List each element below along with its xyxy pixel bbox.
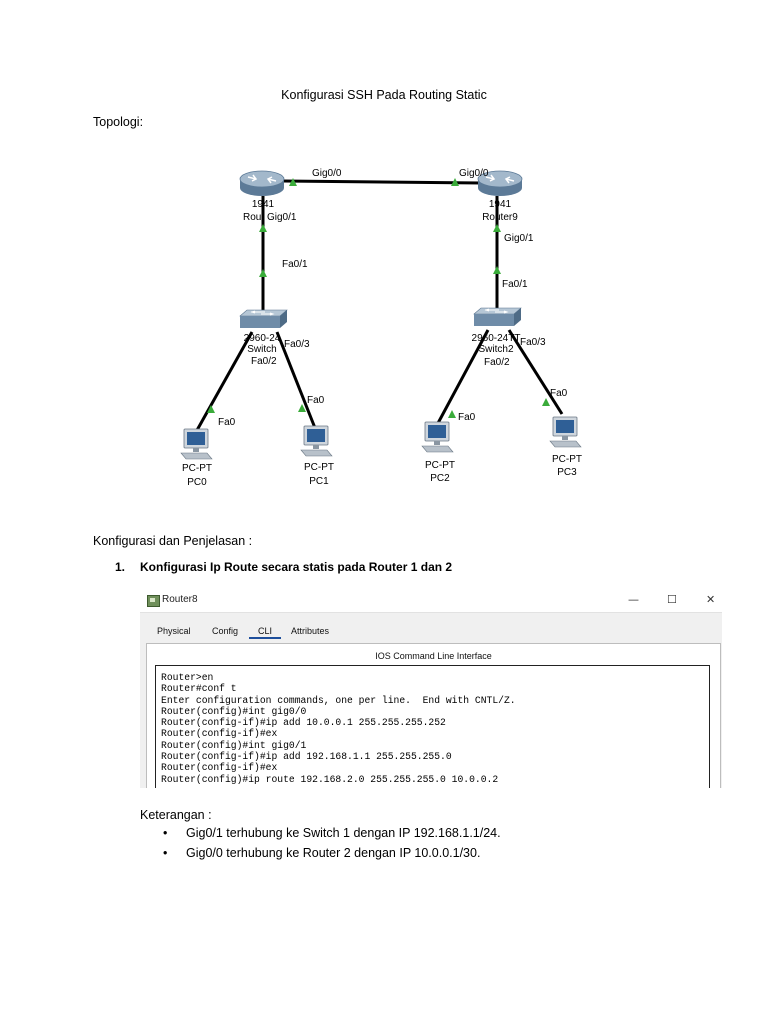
link-status-light	[493, 224, 501, 232]
pc2-icon	[421, 421, 454, 453]
step-title: Konfigurasi Ip Route secara statis pada …	[140, 560, 453, 574]
switch-left-icon	[239, 309, 288, 329]
port-label: Fa0	[458, 412, 476, 423]
pc0-icon	[180, 428, 213, 460]
link-switch-left-pc0	[194, 331, 254, 433]
pc0-model: PC-PT	[182, 463, 212, 474]
section-heading: Konfigurasi dan Penjelasan :	[93, 534, 253, 548]
maximize-icon: ☐	[667, 593, 677, 606]
step-number: 1.	[115, 560, 126, 574]
tab-config: Config	[212, 626, 239, 636]
cli-line: Router(config)#int gig0/0	[161, 705, 307, 717]
tab-physical: Physical	[157, 626, 191, 636]
router-left-name: Rou	[243, 212, 261, 223]
link-switch-left-pc1	[275, 331, 317, 429]
router-left-model: 1941	[252, 199, 275, 210]
label-background	[250, 354, 278, 366]
tab-attributes: Attributes	[291, 626, 330, 636]
port-label: Fa0/2	[251, 356, 277, 367]
port-label: Fa0	[550, 388, 568, 399]
label-background	[483, 355, 511, 367]
pc3-icon	[549, 416, 582, 448]
cli-line: Router#conf t	[161, 683, 237, 695]
port-label: Gig0/1	[504, 233, 534, 244]
switch-left-model: 2960-24	[244, 333, 281, 344]
port-label: Fa0	[218, 417, 236, 428]
cli-line: Router(config-if)#ip add 10.0.0.1 255.25…	[161, 717, 446, 729]
router-right-model: 1941	[489, 199, 512, 210]
link-status-light	[451, 178, 459, 186]
router-left-icon	[239, 170, 285, 197]
cli-screenshot: Router8 — ☐ ✕ Physical Config CLI Attrib…	[140, 590, 722, 788]
link-switch-right-pc3	[507, 329, 564, 415]
link-status-light	[298, 404, 306, 412]
window-title: Router8	[162, 594, 198, 605]
port-label: Fa0/1	[502, 279, 528, 290]
topology-heading: Topologi:	[93, 115, 144, 129]
link-status-light	[448, 410, 456, 418]
window-titlebar	[140, 590, 722, 613]
notes-heading: Keterangan :	[140, 808, 212, 822]
pc1-name: PC1	[309, 476, 329, 487]
link-status-light	[542, 398, 550, 406]
link-router-left-router-right	[282, 179, 482, 185]
cli-line: Router(config)#ip route 192.168.2.0 255.…	[161, 773, 499, 785]
cli-heading: IOS Command Line Interface	[375, 651, 492, 661]
link-status-light	[289, 178, 297, 186]
minimize-icon: —	[628, 593, 639, 606]
link-switch-right-pc2	[435, 329, 490, 426]
app-icon	[147, 595, 160, 607]
close-icon: ✕	[706, 593, 716, 606]
port-label: Gig0/0	[312, 168, 342, 179]
port-label: Gig0/1	[267, 212, 297, 223]
bullet-icon: •	[163, 846, 168, 860]
cli-console: Router>en Router#conf t Enter configurat…	[155, 665, 710, 788]
link-status-light	[259, 269, 267, 277]
port-label: Fa0	[307, 395, 325, 406]
cli-line: Enter configuration commands, one per li…	[161, 694, 516, 706]
cli-line: Router(config)#int gig0/1	[161, 739, 307, 751]
tab-cli: CLI	[258, 626, 273, 636]
pc2-model: PC-PT	[425, 460, 455, 471]
cli-line: Router>en	[161, 672, 214, 683]
port-label: Fa0/3	[284, 339, 310, 350]
pc2-name: PC2	[430, 473, 450, 484]
cli-line: Router(config-if)#ex	[161, 728, 278, 740]
port-label: Fa0/1	[282, 259, 308, 270]
pc3-name: PC3	[557, 467, 577, 478]
note-item: Gig0/1 terhubung ke Switch 1 dengan IP 1…	[186, 826, 501, 840]
pc1-model: PC-PT	[304, 462, 334, 473]
switch-right-name: Switch2	[478, 344, 513, 355]
switch-left-name: Switch	[247, 344, 276, 355]
bullet-icon: •	[163, 826, 168, 840]
router-right-name: Router9	[482, 212, 518, 223]
link-status-light	[493, 266, 501, 274]
active-tab-indicator	[249, 637, 281, 639]
link-status-light	[207, 405, 215, 413]
switch-right-icon	[473, 307, 522, 327]
port-label: Gig0/0	[459, 168, 489, 179]
pc3-model: PC-PT	[552, 454, 582, 465]
pc1-icon	[300, 425, 333, 457]
pc0-name: PC0	[187, 477, 207, 488]
network-topology-diagram: 1941 Rou 1941 Router9 Gig0/0 Gig0/0 Gig0…	[180, 168, 582, 488]
port-label: Fa0/3	[520, 337, 546, 348]
note-item: Gig0/0 terhubung ke Router 2 dengan IP 1…	[186, 846, 481, 860]
document-title: Konfigurasi SSH Pada Routing Static	[281, 88, 487, 102]
cli-line: Router(config-if)#ip add 192.168.1.1 255…	[161, 751, 452, 763]
cli-line: Router(config-if)#ex	[161, 762, 278, 774]
link-status-light	[259, 224, 267, 232]
switch-right-model: 2960-24TT	[472, 333, 521, 344]
port-label: Fa0/2	[484, 357, 510, 368]
